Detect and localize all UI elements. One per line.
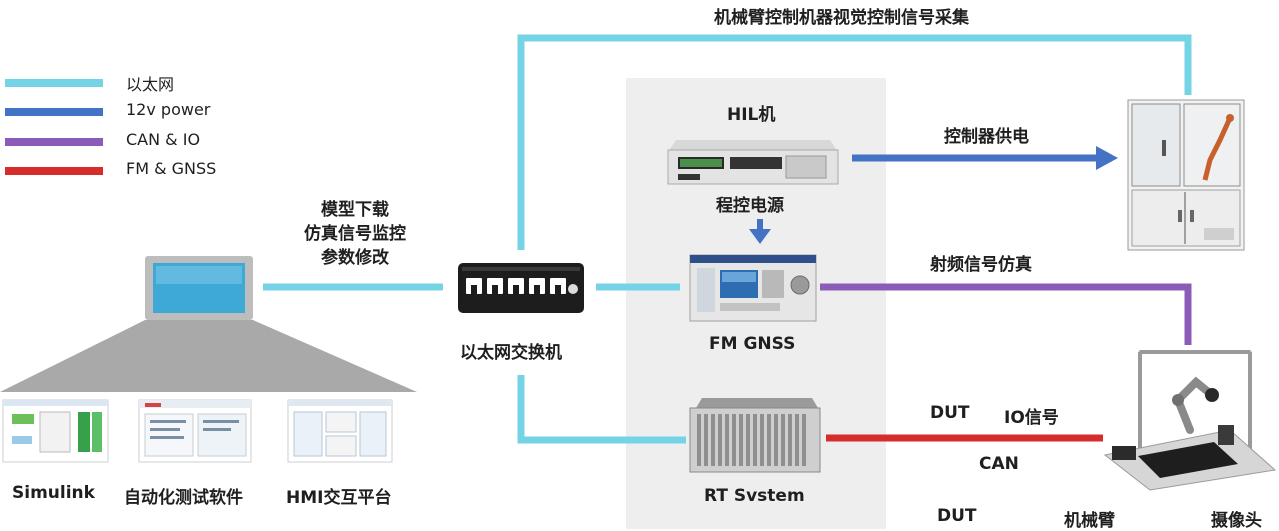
dut-can-label: DUT	[930, 403, 970, 423]
legend-label-ethernet: 以太网	[126, 75, 175, 94]
power-supply-label: 程控电源	[716, 196, 784, 216]
pc-function-2: 仿真信号监控	[304, 224, 406, 244]
legend-label-fm-gnss: FM & GNSS	[126, 159, 217, 178]
software-label-automation: 自动化测试软件	[124, 488, 243, 508]
legend-swatch-ethernet	[5, 79, 103, 87]
automation-test-thumbnail	[138, 399, 252, 463]
legend-label-can-io: CAN & IO	[126, 130, 201, 149]
fm-gnss-label: FM GNSS	[709, 334, 796, 354]
pc-function-1: 模型下载	[321, 200, 389, 220]
can-io-line	[820, 283, 1192, 345]
ethernet-lines	[263, 34, 1192, 444]
power-supply-icon	[667, 140, 839, 185]
switch-label: 以太网交换机	[460, 343, 562, 363]
pc-function-3: 参数修改	[321, 248, 389, 268]
software-label-hmi: HMI交互平台	[286, 488, 392, 508]
legend-label-power: 12v power	[126, 100, 211, 119]
arm-label: 机械臂	[1064, 511, 1115, 531]
laptop-icon	[145, 256, 253, 320]
camera-rig-icon	[1103, 350, 1277, 491]
top-signal-label: 机械臂控制机器视觉控制信号采集	[714, 8, 969, 28]
dut-label: DUT	[937, 506, 977, 526]
hmi-platform-thumbnail	[287, 399, 393, 463]
software-projection	[0, 320, 417, 392]
controller-power-label: 控制器供电	[944, 127, 1029, 147]
rt-system-icon	[689, 398, 821, 473]
down-arrow-icon	[749, 219, 771, 244]
io-signal-label: IO信号	[1004, 408, 1059, 428]
power-arrow-head	[1096, 146, 1118, 170]
legend-swatch-fm-gnss	[5, 167, 103, 175]
rf-sim-label: 射频信号仿真	[930, 255, 1032, 275]
camera-label: 摄像头	[1211, 511, 1262, 531]
can-label: CAN	[979, 454, 1019, 474]
hil-label: HIL机	[727, 105, 776, 125]
simulink-thumbnail	[2, 399, 109, 463]
legend-swatch-can-io	[5, 138, 103, 146]
rt-system-label: RT Svstem	[704, 486, 805, 506]
legend-swatch-power	[5, 108, 103, 116]
ethernet-switch-icon	[458, 263, 584, 313]
software-label-simulink: Simulink	[12, 483, 95, 503]
signal-generator-icon	[689, 254, 817, 322]
robot-cabinet-icon	[1127, 99, 1245, 251]
